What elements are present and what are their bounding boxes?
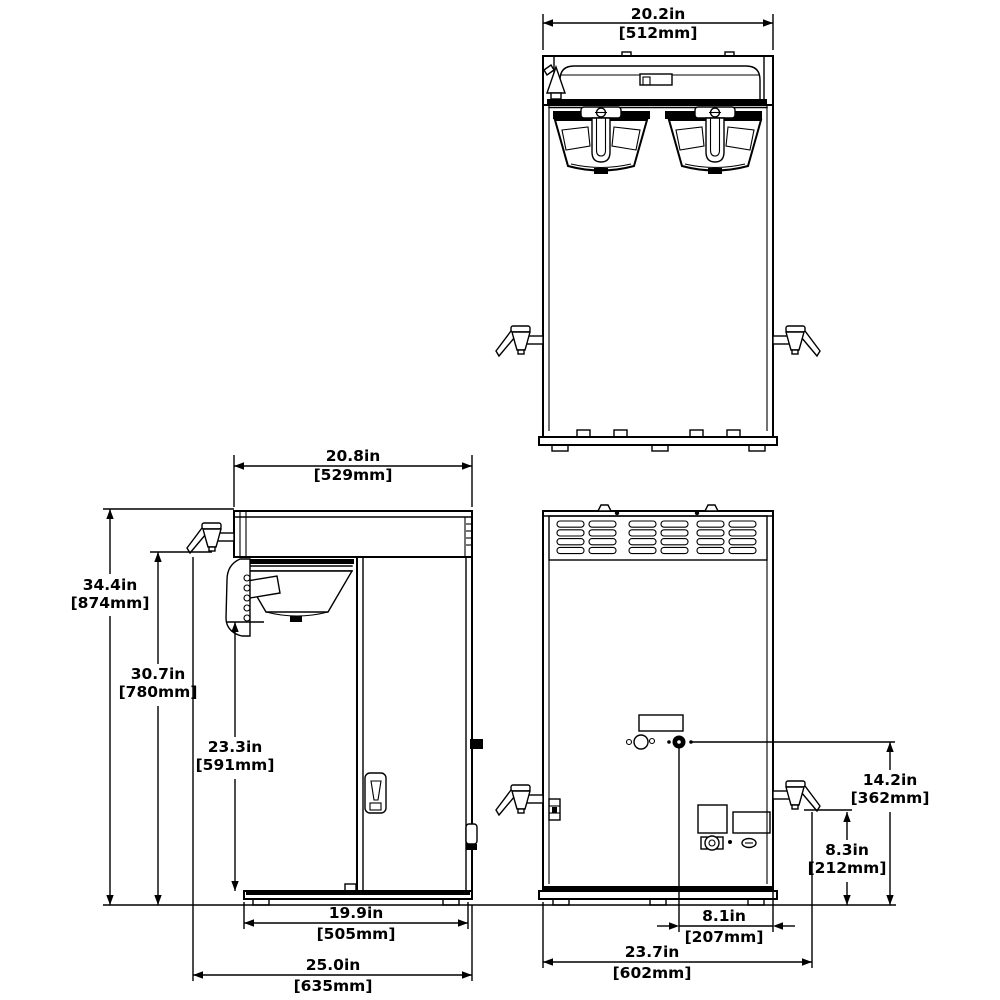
dim-inlet-setback-metric: [207mm] [685, 928, 764, 946]
vent-louver [628, 529, 657, 537]
vent-louver [696, 546, 725, 555]
rear-view [495, 504, 821, 906]
dim-faucet-height: 30.7in [780mm] [119, 551, 212, 905]
dim-overall-depth-metric: [635mm] [294, 977, 373, 995]
dim-inlet-setback: 8.1in [207mm] [657, 748, 795, 946]
dim-front-width-metric: [512mm] [619, 24, 698, 42]
base-plate-rear [538, 890, 778, 900]
junction-box [732, 811, 771, 834]
faucet-front-right [772, 325, 821, 357]
vent-panel [548, 515, 768, 561]
base-plate-front [538, 436, 778, 446]
vent-louver [660, 529, 689, 537]
vent-louver [556, 538, 585, 546]
dim-rear-overall-depth-metric: [602mm] [613, 964, 692, 982]
dim-funnel-clearance-metric: [591mm] [196, 756, 275, 774]
vent-louver [556, 546, 585, 555]
dim-faucet-outlet-height: 8.3in [212mm] [804, 809, 887, 905]
rear-latch [465, 823, 478, 845]
dim-funnel-clearance-inches: 23.3in [208, 738, 263, 756]
dim-top-depth: 20.8in [529mm] [233, 447, 473, 507]
vent-louver [556, 520, 585, 528]
dim-gauge-height-inches: 14.2in [863, 771, 918, 789]
vent-louver [728, 529, 757, 537]
vent-louver [696, 520, 725, 528]
water-inlet-fitting [704, 835, 720, 851]
dim-rear-overall-depth-inches: 23.7in [625, 943, 680, 961]
front-view [495, 51, 821, 452]
dim-base-depth-metric: [505mm] [317, 925, 396, 943]
faucet-front-left [495, 325, 544, 357]
electrical-box [697, 804, 728, 834]
vent-louver [728, 538, 757, 546]
rear-body [542, 510, 774, 892]
vent-louver [660, 546, 689, 555]
dim-overall-depth-inches: 25.0in [306, 956, 361, 974]
dim-gauge-height-metric: [362mm] [851, 789, 930, 807]
vent-louver [696, 529, 725, 537]
vent-louver [660, 520, 689, 528]
sprayhead [250, 559, 354, 564]
dim-faucet-outlet-height-metric: [212mm] [808, 859, 887, 877]
dim-overall-height: 34.4in [874mm] [71, 508, 234, 905]
vent-louver [588, 529, 617, 537]
faucet-rear-left [495, 784, 544, 816]
hot-water-faucet-side [186, 522, 235, 554]
vent-louver [588, 538, 617, 546]
dim-inlet-setback-inches: 8.1in [702, 907, 746, 925]
brew-head-box [233, 510, 473, 558]
dim-faucet-height-inches: 30.7in [131, 665, 186, 683]
vent-louver [556, 529, 585, 537]
vent-louvers [556, 520, 757, 555]
funnel-handle-side [225, 558, 251, 637]
vent-louver [728, 546, 757, 555]
dim-front-width: 20.2in [512mm] [542, 5, 774, 50]
dim-rear-overall-depth: 23.7in [602mm] [542, 812, 813, 982]
dim-base-depth-inches: 19.9in [329, 904, 384, 922]
dimension-lines: 20.2in [512mm] 20.8in [529mm] 34.4in [87… [71, 5, 930, 995]
vent-louver [696, 538, 725, 546]
dim-gauge-height: 14.2in [362mm] [692, 741, 930, 905]
vent-louver [728, 520, 757, 528]
dim-faucet-height-metric: [780mm] [119, 683, 198, 701]
dim-faucet-outlet-height-inches: 8.3in [825, 841, 869, 859]
faucet-rear-right [772, 780, 821, 812]
dim-front-width-inches: 20.2in [631, 5, 686, 23]
vent-louver [660, 538, 689, 546]
dim-base-depth: 19.9in [505mm] [243, 902, 469, 943]
gauge [633, 734, 649, 750]
vent-louver [628, 546, 657, 555]
dim-overall-depth: 25.0in [635mm] [192, 557, 473, 995]
door-handle [364, 772, 387, 814]
dim-top-depth-inches: 20.8in [326, 447, 381, 465]
dim-overall-height-inches: 34.4in [83, 576, 138, 594]
vent-louver [588, 520, 617, 528]
serial-label-plate [638, 714, 684, 732]
vent-louver [628, 520, 657, 528]
dim-funnel-clearance: 23.3in [591mm] [196, 621, 275, 891]
rear-switch-tab [470, 739, 483, 749]
lid-handle [639, 73, 673, 86]
vent-louver [628, 538, 657, 546]
vent-louver [588, 546, 617, 555]
dim-overall-height-metric: [874mm] [71, 594, 150, 612]
side-view [186, 510, 483, 906]
dim-top-depth-metric: [529mm] [314, 466, 393, 484]
